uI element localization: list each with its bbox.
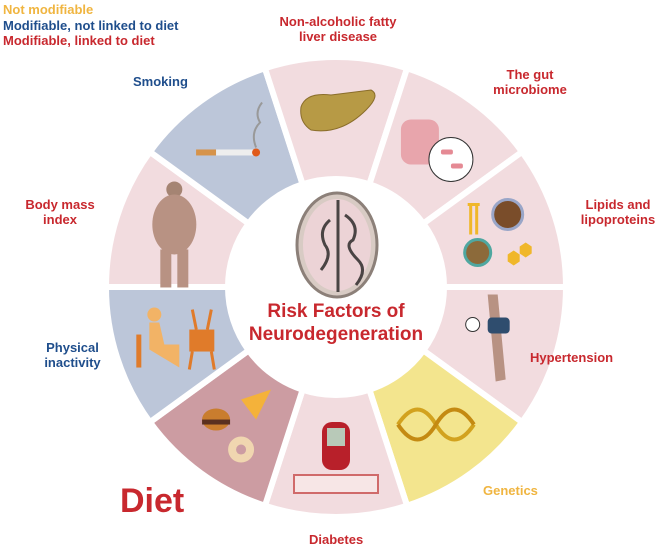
fatty-liver-icon <box>300 89 376 132</box>
label-genetics: Genetics <box>483 483 538 498</box>
legend-not-modifiable: Not modifiable <box>3 2 94 17</box>
label-body-mass-index: Body mass index <box>25 197 95 227</box>
label-gut-microbiome: The gut microbiome <box>493 67 567 97</box>
glucose-meter-icon <box>293 422 379 494</box>
brain-icon <box>295 191 379 299</box>
legend-modifiable-not-diet: Modifiable, not linked to diet <box>3 17 179 33</box>
center-title-line2: Neurodegeneration <box>248 324 424 345</box>
label-physical-inactivity: Physical inactivity <box>44 340 101 370</box>
lipoprotein-icon <box>463 197 532 267</box>
center-title-line1: Risk Factors of <box>267 301 405 322</box>
sitting-tv-icon <box>136 307 216 370</box>
label-lipids: Lipids and lipoproteins <box>580 197 656 227</box>
blood-pressure-arm-icon <box>465 294 510 382</box>
dna-icon <box>396 407 476 442</box>
center-title: Risk Factors of Neurodegeneration <box>236 300 436 346</box>
junk-food-icon <box>202 389 272 463</box>
label-nafld: Non-alcoholic fatty liver disease <box>279 14 397 44</box>
obese-body-icon <box>152 181 197 288</box>
cigarette-icon <box>196 101 263 157</box>
legend-modifiable-diet: Modifiable, linked to diet <box>3 33 155 48</box>
legend: Not modifiable Modifiable, not linked to… <box>3 2 179 49</box>
label-diabetes: Diabetes <box>309 532 364 547</box>
label-diet: Diet <box>120 482 185 520</box>
label-hypertension: Hypertension <box>530 350 614 365</box>
label-smoking: Smoking <box>133 74 188 89</box>
intestine-bacteria-icon <box>400 119 474 182</box>
